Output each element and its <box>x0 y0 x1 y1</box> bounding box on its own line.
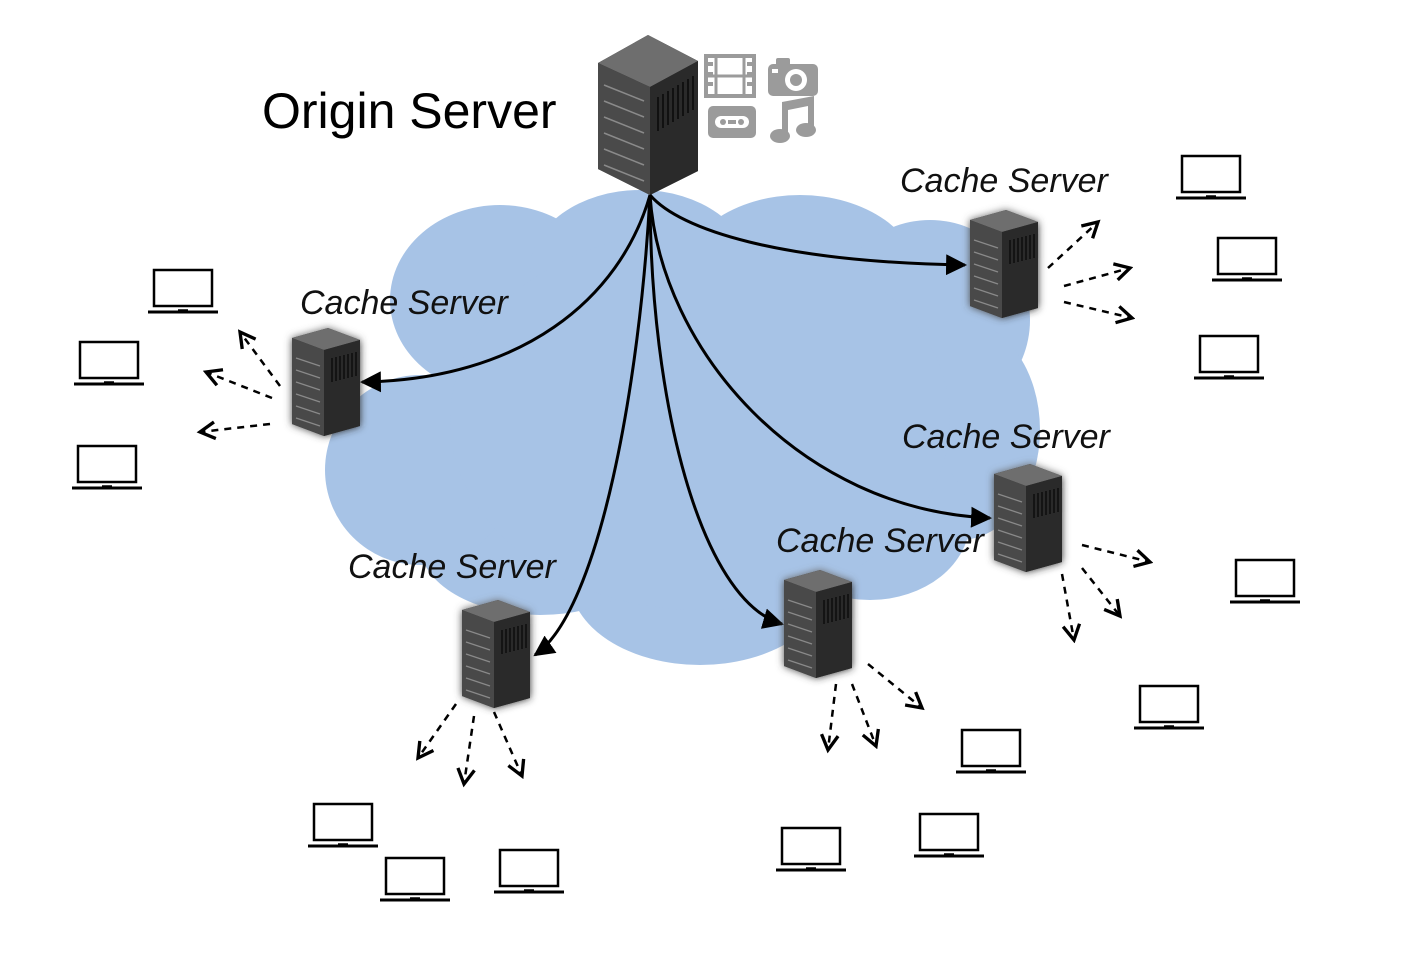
laptop-icon <box>378 856 452 902</box>
laptop-icon <box>70 444 144 490</box>
cassette-tape-icon <box>708 106 756 138</box>
cache-server-bottom-middle: Cache Server <box>776 522 986 679</box>
cache-server-label: Cache Server <box>776 522 986 560</box>
laptop-icon <box>1132 684 1206 730</box>
laptop-icon <box>306 802 380 848</box>
cache-server-label: Cache Server <box>348 548 558 586</box>
cache-to-client-links <box>200 222 1150 784</box>
cache-server-left: Cache Server <box>291 284 510 437</box>
cache-server-label: Cache Server <box>900 162 1110 200</box>
film-icon <box>704 54 756 98</box>
laptop-icon <box>72 340 146 386</box>
laptop-icon <box>1210 236 1284 282</box>
camera-icon <box>768 58 818 96</box>
origin-server-title: Origin Server <box>262 83 557 139</box>
laptop-icon <box>912 812 986 858</box>
laptop-icon <box>774 826 848 872</box>
origin-to-cache-links <box>359 194 993 657</box>
laptop-icon <box>146 268 220 314</box>
music-note-icon <box>770 96 816 143</box>
cache-server-label: Cache Server <box>300 284 510 322</box>
laptop-icon <box>1192 334 1266 380</box>
laptop-icon <box>1174 154 1248 200</box>
laptop-icon <box>1228 558 1302 604</box>
cache-server-top-right: Cache Server <box>900 162 1110 319</box>
network-cloud <box>325 190 1040 665</box>
cache-server-label: Cache Server <box>902 418 1112 456</box>
cache-server-bottom-left: Cache Server <box>348 548 558 709</box>
origin-server <box>598 35 698 195</box>
laptop-icon <box>954 728 1028 774</box>
cache-server-right: Cache Server <box>902 418 1112 573</box>
laptop-icon <box>492 848 566 894</box>
